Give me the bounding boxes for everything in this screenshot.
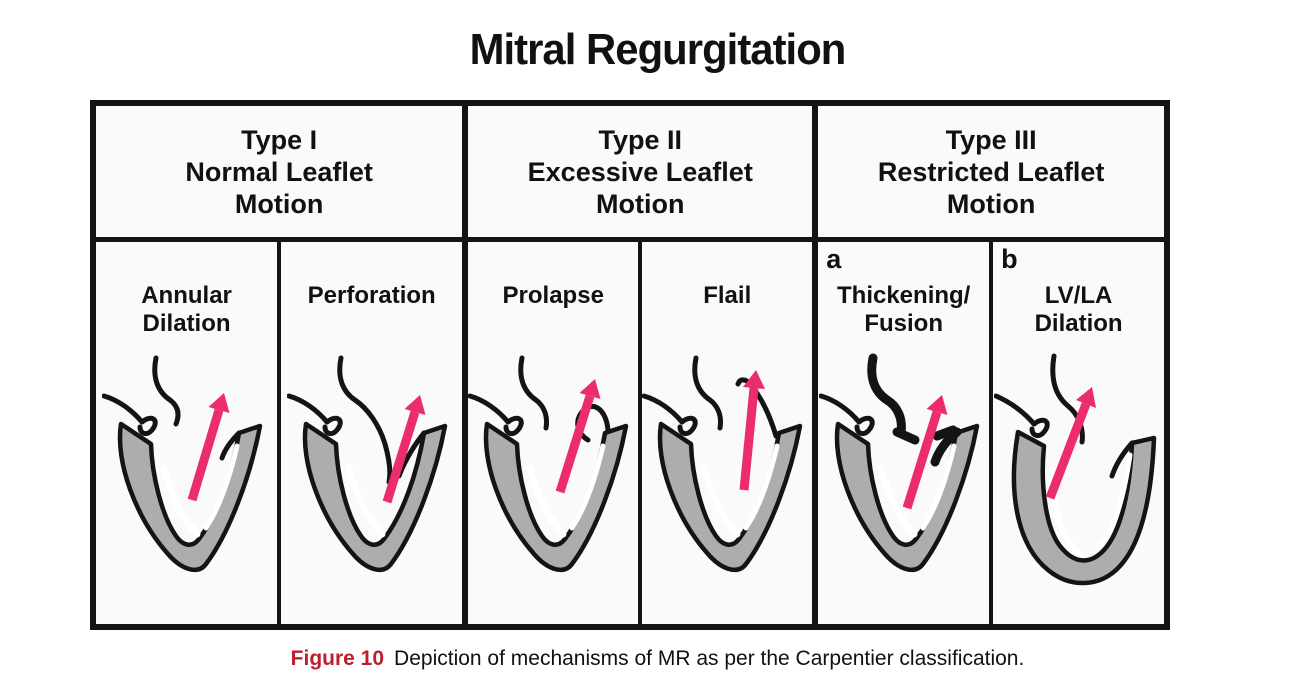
thickening-fusion-valve-diagram	[818, 353, 979, 573]
panel-annular-dilation-art	[101, 340, 272, 624]
panel-prolapse: Prolapse	[468, 242, 643, 624]
annular-dilation-valve-diagram	[101, 355, 262, 573]
type-2-body: Prolapse	[468, 242, 813, 624]
panel-flail: Flail	[642, 242, 813, 624]
label-line: LV/LA	[1044, 282, 1113, 309]
label-line: Fusion	[864, 310, 943, 337]
panel-marker-a: a	[826, 244, 842, 274]
panel-flail-art	[642, 340, 812, 624]
panel-thickening-fusion: a Thickening/ Fusion	[818, 242, 994, 624]
prolapse-valve-diagram	[468, 355, 629, 573]
flail-valve-diagram	[642, 355, 803, 573]
label-line: Flail	[703, 282, 752, 309]
panel-perforation-label: Perforation	[308, 282, 436, 340]
panel-flail-label: Flail	[703, 282, 751, 340]
type-2-subtitle-line-1: Excessive Leaflet	[527, 156, 753, 187]
figure-caption-number: Figure 10	[290, 647, 385, 670]
panel-annular-dilation: Annular Dilation	[96, 242, 282, 624]
type-3-title: Type III	[945, 124, 1037, 155]
type-1-column: Type I Normal Leaflet Motion Annular Dil…	[96, 106, 469, 624]
panel-perforation-art	[286, 340, 457, 624]
figure-caption-text: Depiction of mechanisms of MR as per the…	[394, 647, 1025, 670]
type-1-body: Annular Dilation	[96, 242, 463, 624]
type-3-body: a Thickening/ Fusion	[818, 242, 1165, 624]
type-1-subtitle-line-1: Normal Leaflet	[185, 156, 373, 187]
carpentier-classification-table: Type I Normal Leaflet Motion Annular Dil…	[90, 100, 1170, 630]
perforation-valve-diagram	[286, 355, 447, 573]
type-1-title: Type I	[241, 124, 318, 155]
panel-perforation: Perforation	[281, 242, 463, 624]
label-line: Annular	[141, 282, 232, 309]
type-2-column: Type II Excessive Leaflet Motion Prolaps…	[468, 106, 819, 624]
label-line: Dilation	[1034, 310, 1123, 337]
panel-thickening-fusion-art	[818, 340, 989, 624]
type-3-header: Type III Restricted Leaflet Motion	[818, 106, 1164, 242]
panel-lv-la-dilation-art	[993, 340, 1164, 624]
label-line: Prolapse	[502, 282, 604, 309]
panel-prolapse-art	[468, 340, 638, 624]
figure-10-container: Mitral Regurgitation Type I Normal Leafl…	[90, 26, 1225, 672]
type-2-header: Type II Excessive Leaflet Motion	[468, 106, 813, 242]
type-2-subtitle-line-2: Motion	[596, 188, 685, 219]
type-3-column: Type III Restricted Leaflet Motion a Thi…	[818, 106, 1165, 624]
panel-annular-dilation-label: Annular Dilation	[141, 282, 232, 340]
type-3-subtitle-line-2: Motion	[946, 188, 1036, 219]
type-1-header: Type I Normal Leaflet Motion	[96, 106, 463, 242]
panel-prolapse-label: Prolapse	[503, 282, 604, 340]
panel-marker-b: b	[1001, 244, 1018, 274]
figure-title: Mitral Regurgitation	[469, 25, 847, 74]
figure-caption: Figure 10 Depiction of mechanisms of MR a…	[90, 646, 1225, 672]
lv-la-dilation-valve-diagram	[993, 353, 1156, 586]
panel-lv-la-dilation-label: LV/LA Dilation	[1035, 282, 1123, 340]
type-3-subtitle-line-1: Restricted Leaflet	[877, 156, 1105, 187]
label-line: Perforation	[307, 282, 436, 309]
label-line: Thickening/	[837, 282, 971, 309]
panel-lv-la-dilation: b LV/LA Dilation	[993, 242, 1165, 624]
label-line: Dilation	[142, 310, 231, 337]
panel-thickening-fusion-label: Thickening/ Fusion	[837, 282, 970, 340]
type-1-subtitle-line-2: Motion	[234, 188, 324, 219]
type-2-title: Type II	[598, 124, 682, 155]
